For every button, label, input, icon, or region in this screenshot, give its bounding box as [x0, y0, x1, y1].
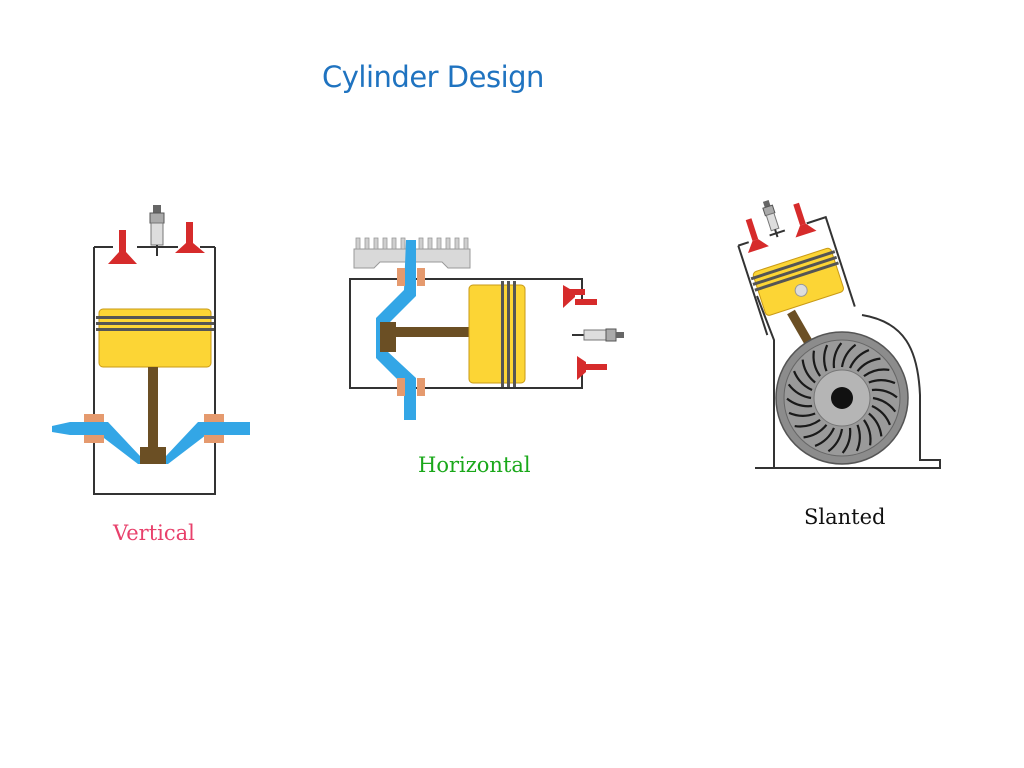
exhaust-valve-icon — [793, 202, 817, 238]
flywheel-fan — [775, 331, 909, 465]
fan-vane — [814, 427, 835, 447]
piston — [96, 308, 214, 368]
crankshaft — [52, 422, 250, 464]
slanted-cylinder — [737, 199, 941, 469]
fan-vane — [787, 383, 812, 400]
fan-vane — [793, 370, 813, 391]
bearing — [417, 268, 425, 286]
fan-vane — [812, 350, 821, 377]
intake-valve-icon — [108, 230, 137, 264]
spark-plug-icon — [762, 199, 780, 238]
piston — [750, 247, 844, 316]
fan-vane — [868, 412, 883, 437]
connecting-rod — [148, 367, 158, 449]
fan-vane — [788, 411, 816, 417]
bearing — [84, 414, 104, 422]
exhaust-valve-icon — [577, 356, 607, 380]
fan-vane — [841, 427, 852, 454]
connecting-rod — [394, 327, 471, 337]
bearing — [397, 268, 405, 286]
bearing — [204, 414, 224, 422]
fan-vane — [871, 405, 891, 426]
intake-valve-icon — [563, 285, 597, 308]
bearing — [84, 435, 104, 443]
fan-vane — [855, 424, 861, 452]
slanted-label: Slanted — [804, 505, 886, 529]
fan-vane — [871, 388, 898, 399]
horizontal-label: Horizontal — [418, 453, 531, 477]
vertical-label: Vertical — [113, 521, 195, 545]
piston — [468, 281, 526, 387]
fan-vane — [863, 419, 872, 446]
page-title: Cylinder Design — [322, 60, 544, 94]
fan-vane — [794, 419, 821, 428]
vertical-cylinder — [52, 205, 250, 495]
fan-vane — [868, 379, 896, 385]
bearing — [204, 435, 224, 443]
spark-plug-icon — [572, 328, 624, 342]
fan-vane — [801, 359, 816, 384]
bearing — [417, 378, 425, 396]
fan-vane — [863, 368, 890, 377]
fan-vane — [849, 349, 870, 369]
crank-hub — [831, 387, 853, 409]
fan-vane — [823, 344, 829, 372]
horizontal-cylinder — [349, 237, 624, 420]
crankcase — [755, 295, 775, 469]
bearing — [397, 378, 405, 396]
fan-vane — [856, 357, 881, 372]
crankshaft — [376, 240, 416, 420]
fan-vane — [832, 342, 843, 369]
fan-vane — [803, 424, 828, 439]
spark-plug-icon — [149, 205, 165, 256]
exhaust-valve-icon — [175, 222, 205, 253]
fan-vane — [827, 428, 844, 453]
fan-vane — [786, 397, 813, 408]
intake-valve-icon — [745, 218, 769, 253]
fan-vane — [840, 343, 857, 368]
fan-vane — [872, 396, 897, 413]
